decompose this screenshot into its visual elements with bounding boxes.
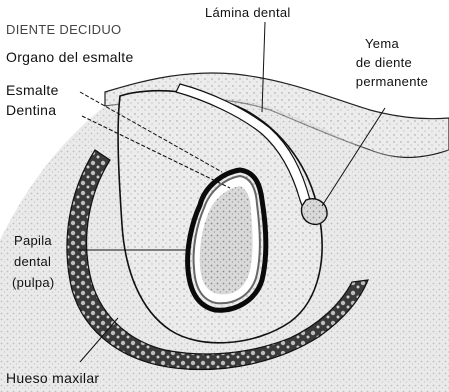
label-dentina: Dentina [6, 102, 56, 118]
label-yema-1: Yema [365, 36, 399, 51]
label-papila-3: (pulpa) [12, 275, 55, 290]
label-yema-2: de diente [356, 55, 412, 70]
label-papila-1: Papila [14, 233, 52, 248]
label-esmalte: Esmalte [6, 82, 59, 98]
label-organo-esmalte: Organo del esmalte [6, 49, 134, 65]
label-diente-deciduo: DIENTE DECIDUO [6, 22, 121, 37]
permanent-tooth-bud [301, 199, 327, 225]
label-papila-2: dental [14, 254, 51, 269]
label-hueso-maxilar: Hueso maxilar [6, 370, 99, 386]
label-lamina-dental: Lámina dental [205, 5, 291, 20]
label-yema-3: permanente [356, 74, 428, 89]
